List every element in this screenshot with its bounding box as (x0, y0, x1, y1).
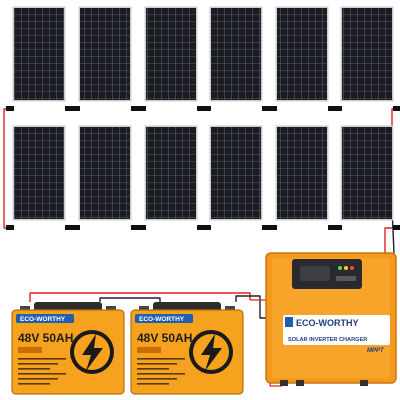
inverter-brand-plate: ECO-WORTHY SOLAR INVERTER CHARGER (283, 315, 390, 345)
battery: ECO-WORTHY 48V 50AH (11, 302, 125, 395)
connector-negative (269, 106, 277, 111)
connector-negative (334, 225, 342, 230)
connector-negative (203, 106, 211, 111)
connector-positive (65, 106, 73, 111)
solar-panel (138, 125, 205, 230)
battery-brand: ECO-WORTHY (20, 316, 66, 323)
connector-positive (328, 106, 336, 111)
connector-positive (131, 225, 139, 230)
connector-negative (6, 106, 14, 111)
solar-panel (269, 6, 336, 111)
inverter-subtitle: SOLAR INVERTER CHARGER (288, 337, 367, 343)
inverter: ECO-WORTHY SOLAR INVERTER CHARGER MPPT (265, 252, 397, 386)
connector-negative (334, 106, 342, 111)
lightning-bolt-icon (70, 330, 114, 374)
lightning-bolt-icon (189, 330, 233, 374)
battery-capacity-label: 48V 50AH (18, 331, 73, 345)
solar-panel (203, 6, 270, 111)
connector-negative (138, 106, 146, 111)
brand-logo-icon (285, 317, 293, 327)
solar-panel (203, 125, 270, 230)
connector-positive (197, 106, 205, 111)
solar-panel-array (6, 6, 400, 230)
battery-brand: ECO-WORTHY (139, 316, 185, 323)
connector-positive (262, 225, 270, 230)
connector-negative (269, 225, 277, 230)
connector-positive (131, 106, 139, 111)
connector-positive (197, 225, 205, 230)
connector-negative (203, 225, 211, 230)
battery: ECO-WORTHY 48V 50AH (130, 302, 244, 395)
connector-positive (262, 106, 270, 111)
solar-panel (6, 125, 73, 230)
inverter-brand: ECO-WORTHY (296, 318, 359, 328)
battery-capacity-label: 48V 50AH (137, 331, 192, 345)
battery-bank: ECO-WORTHY 48V 50AH ECO-WORTHY 48V 50AH (11, 302, 244, 395)
connector-negative (138, 225, 146, 230)
mppt-badge: MPPT (367, 348, 385, 354)
inverter-display (292, 259, 362, 289)
solar-panel (72, 6, 139, 111)
solar-panel (334, 6, 400, 111)
solar-panel (138, 6, 205, 111)
solar-panel (72, 125, 139, 230)
solar-panel (269, 125, 336, 230)
connector-positive (393, 106, 400, 111)
connector-negative (72, 225, 80, 230)
solar-panel (6, 6, 73, 111)
connector-positive (393, 225, 400, 230)
connector-positive (65, 225, 73, 230)
connector-negative (72, 106, 80, 111)
solar-panel (334, 125, 400, 230)
connector-negative (6, 225, 14, 230)
connector-positive (328, 225, 336, 230)
